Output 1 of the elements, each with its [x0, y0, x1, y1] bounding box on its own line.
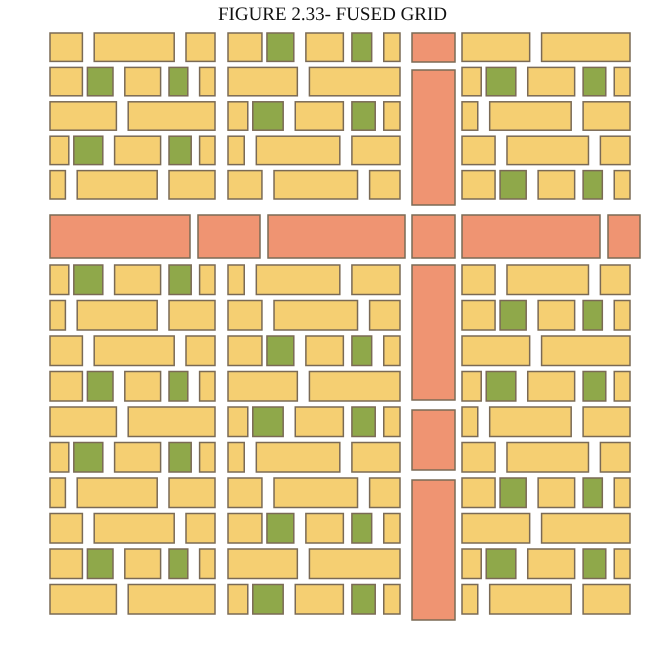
figure-title: FIGURE 2.33- FUSED GRID	[218, 4, 448, 26]
